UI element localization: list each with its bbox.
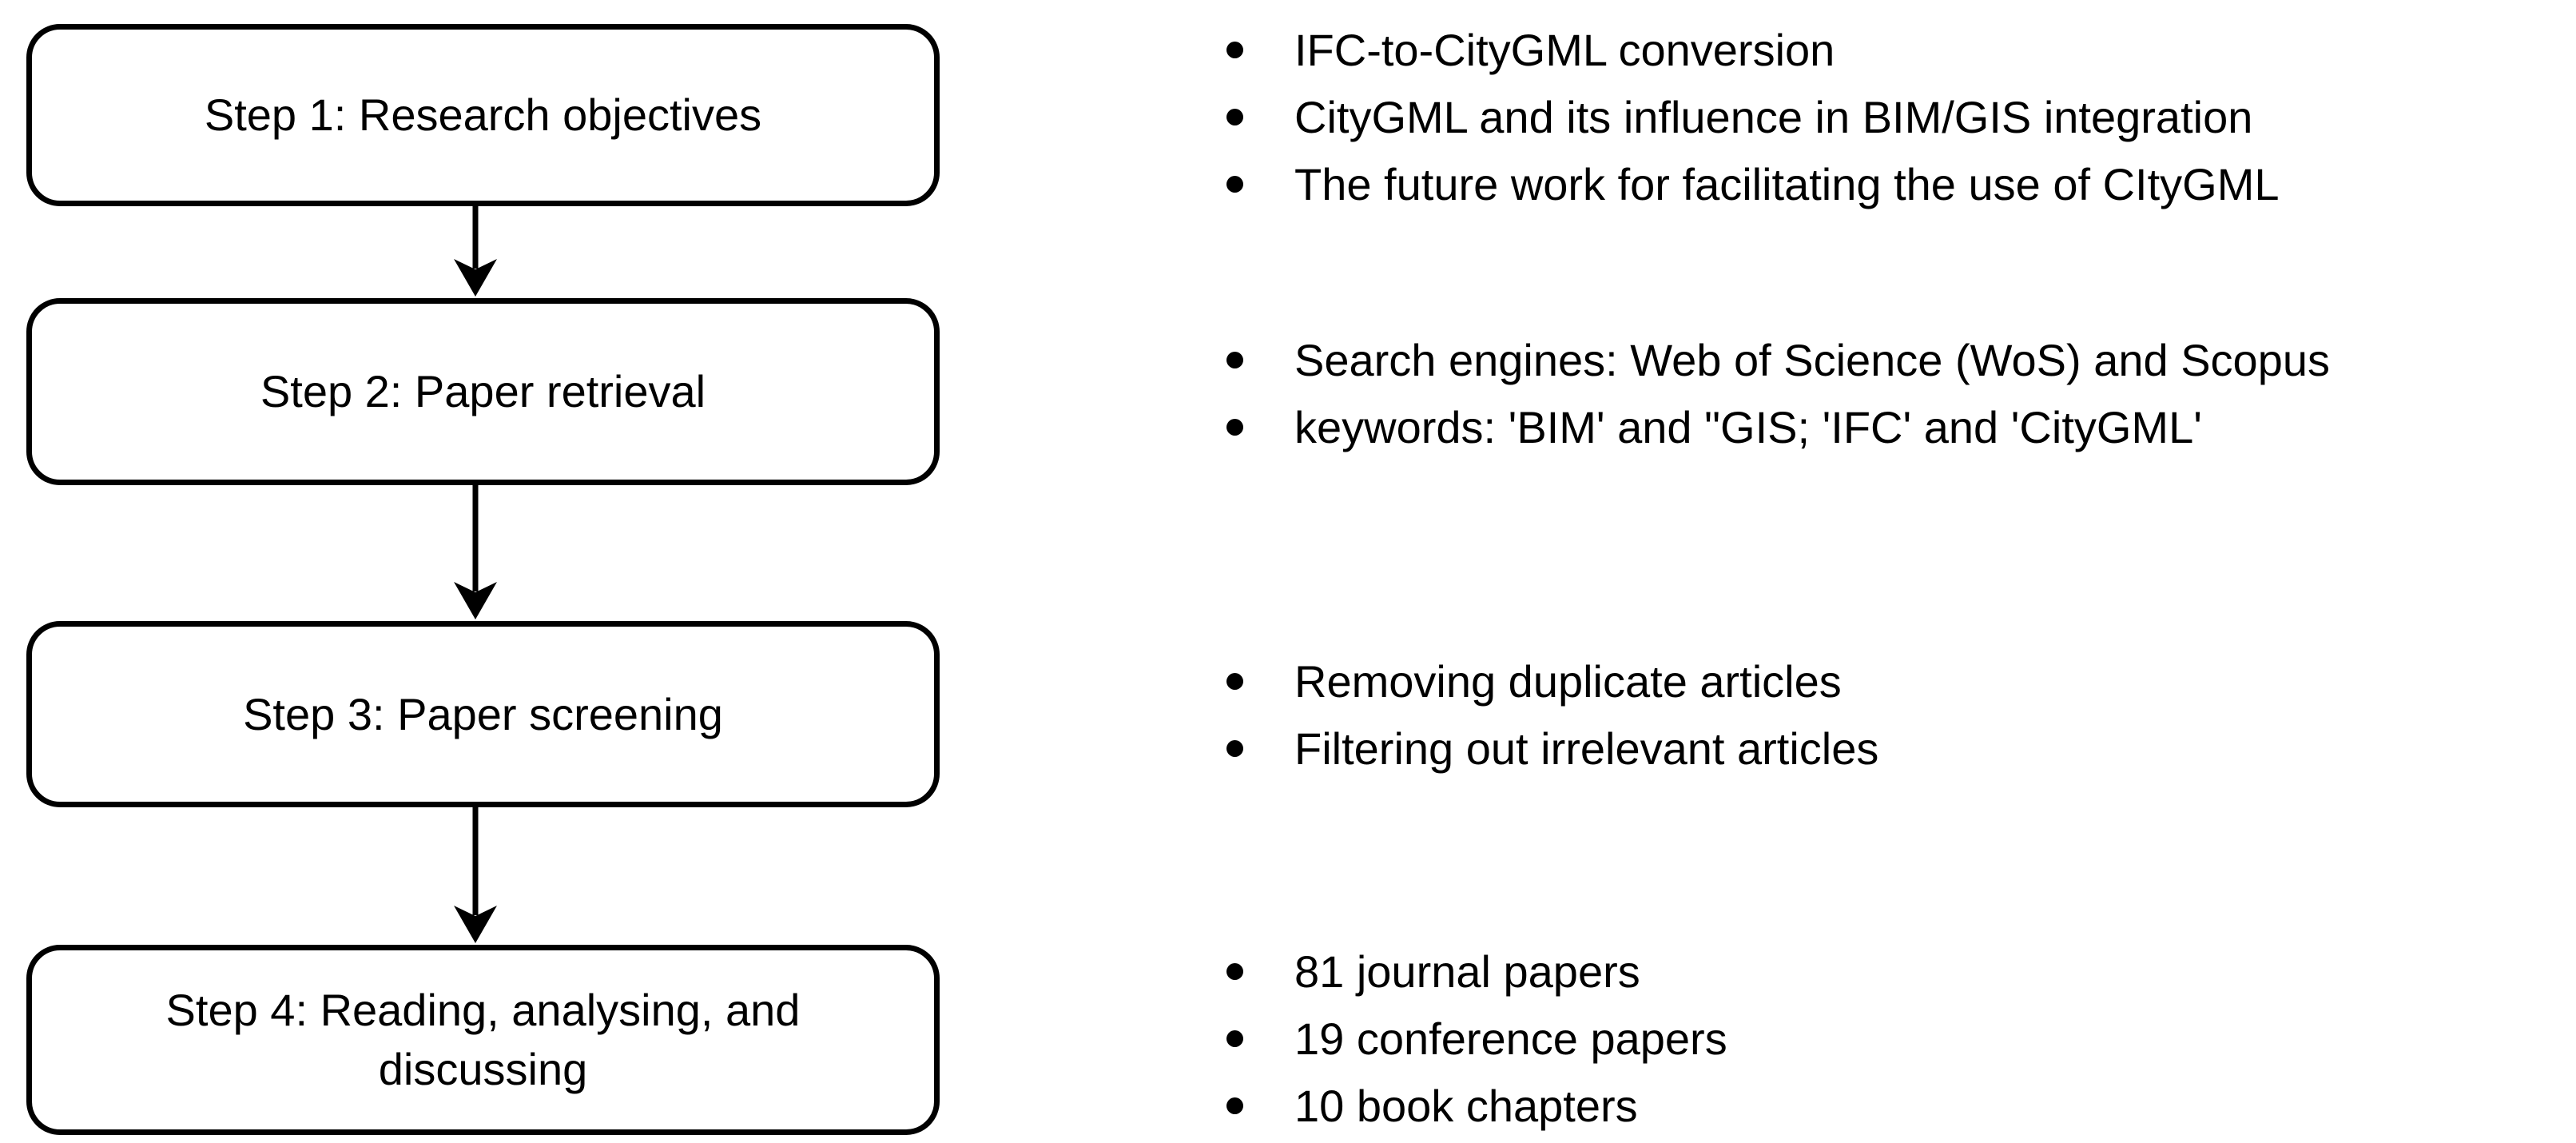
- step-1-bullet-list: IFC-to-CityGML conversion CityGML and it…: [1226, 16, 2576, 217]
- bullet-icon: [1226, 351, 1243, 368]
- list-item: Search engines: Web of Science (WoS) and…: [1226, 326, 2576, 393]
- arrow-step3-to-step4: [454, 807, 497, 943]
- list-item: The future work for facilitating the use…: [1226, 150, 2576, 217]
- step-2-label: Step 2: Paper retrieval: [260, 366, 706, 416]
- step-2-bullet-list: Search engines: Web of Science (WoS) and…: [1226, 326, 2576, 460]
- bullet-icon: [1226, 962, 1243, 980]
- bullet-icon: [1226, 418, 1243, 436]
- bullet-text: 10 book chapters: [1294, 1080, 1638, 1131]
- bullet-icon: [1226, 739, 1243, 757]
- list-item: IFC-to-CityGML conversion: [1226, 16, 2576, 83]
- step-1-label: Step 1: Research objectives: [204, 90, 762, 140]
- list-item: keywords: 'BIM' and "GIS; 'IFC' and 'Cit…: [1226, 393, 2576, 460]
- bullet-text: 19 conference papers: [1294, 1013, 1727, 1064]
- step-3-label: Step 3: Paper screening: [243, 688, 723, 739]
- bullet-text: The future work for facilitating the use…: [1294, 158, 2280, 209]
- bullet-icon: [1226, 1097, 1243, 1114]
- bullet-icon: [1226, 672, 1243, 690]
- list-item: CityGML and its influence in BIM/GIS int…: [1226, 83, 2576, 150]
- bullet-icon: [1226, 1029, 1243, 1047]
- bullet-text: 81 journal papers: [1294, 946, 1640, 997]
- list-item: 19 conference papers: [1226, 1005, 2576, 1072]
- list-item: 81 journal papers: [1226, 938, 2576, 1005]
- bullet-text: IFC-to-CityGML conversion: [1294, 24, 1835, 75]
- bullet-text: Removing duplicate articles: [1294, 655, 1842, 707]
- step-4-bullet-list: 81 journal papers 19 conference papers 1…: [1226, 938, 2576, 1139]
- bullet-text: Filtering out irrelevant articles: [1294, 723, 1879, 774]
- step-4-label: Step 4: Reading, analysing, and discussi…: [165, 985, 801, 1094]
- bullet-text: keywords: 'BIM' and "GIS; 'IFC' and 'Cit…: [1294, 401, 2202, 452]
- bullet-icon: [1226, 175, 1243, 193]
- list-item: Filtering out irrelevant articles: [1226, 715, 2576, 782]
- arrow-step2-to-step3: [454, 485, 497, 619]
- bullet-icon: [1226, 41, 1243, 58]
- list-item: 10 book chapters: [1226, 1072, 2576, 1139]
- bullet-text: CityGML and its influence in BIM/GIS int…: [1294, 91, 2253, 142]
- step-1-box: Step 1: Research objectives: [26, 24, 940, 206]
- arrow-step1-to-step2: [454, 206, 497, 297]
- bullet-icon: [1226, 108, 1243, 125]
- step-4-box: Step 4: Reading, analysing, and discussi…: [26, 945, 940, 1135]
- step-3-bullet-list: Removing duplicate articles Filtering ou…: [1226, 647, 2576, 782]
- step-2-box: Step 2: Paper retrieval: [26, 298, 940, 485]
- step-3-box: Step 3: Paper screening: [26, 621, 940, 807]
- bullet-text: Search engines: Web of Science (WoS) and…: [1294, 334, 2330, 385]
- list-item: Removing duplicate articles: [1226, 647, 2576, 715]
